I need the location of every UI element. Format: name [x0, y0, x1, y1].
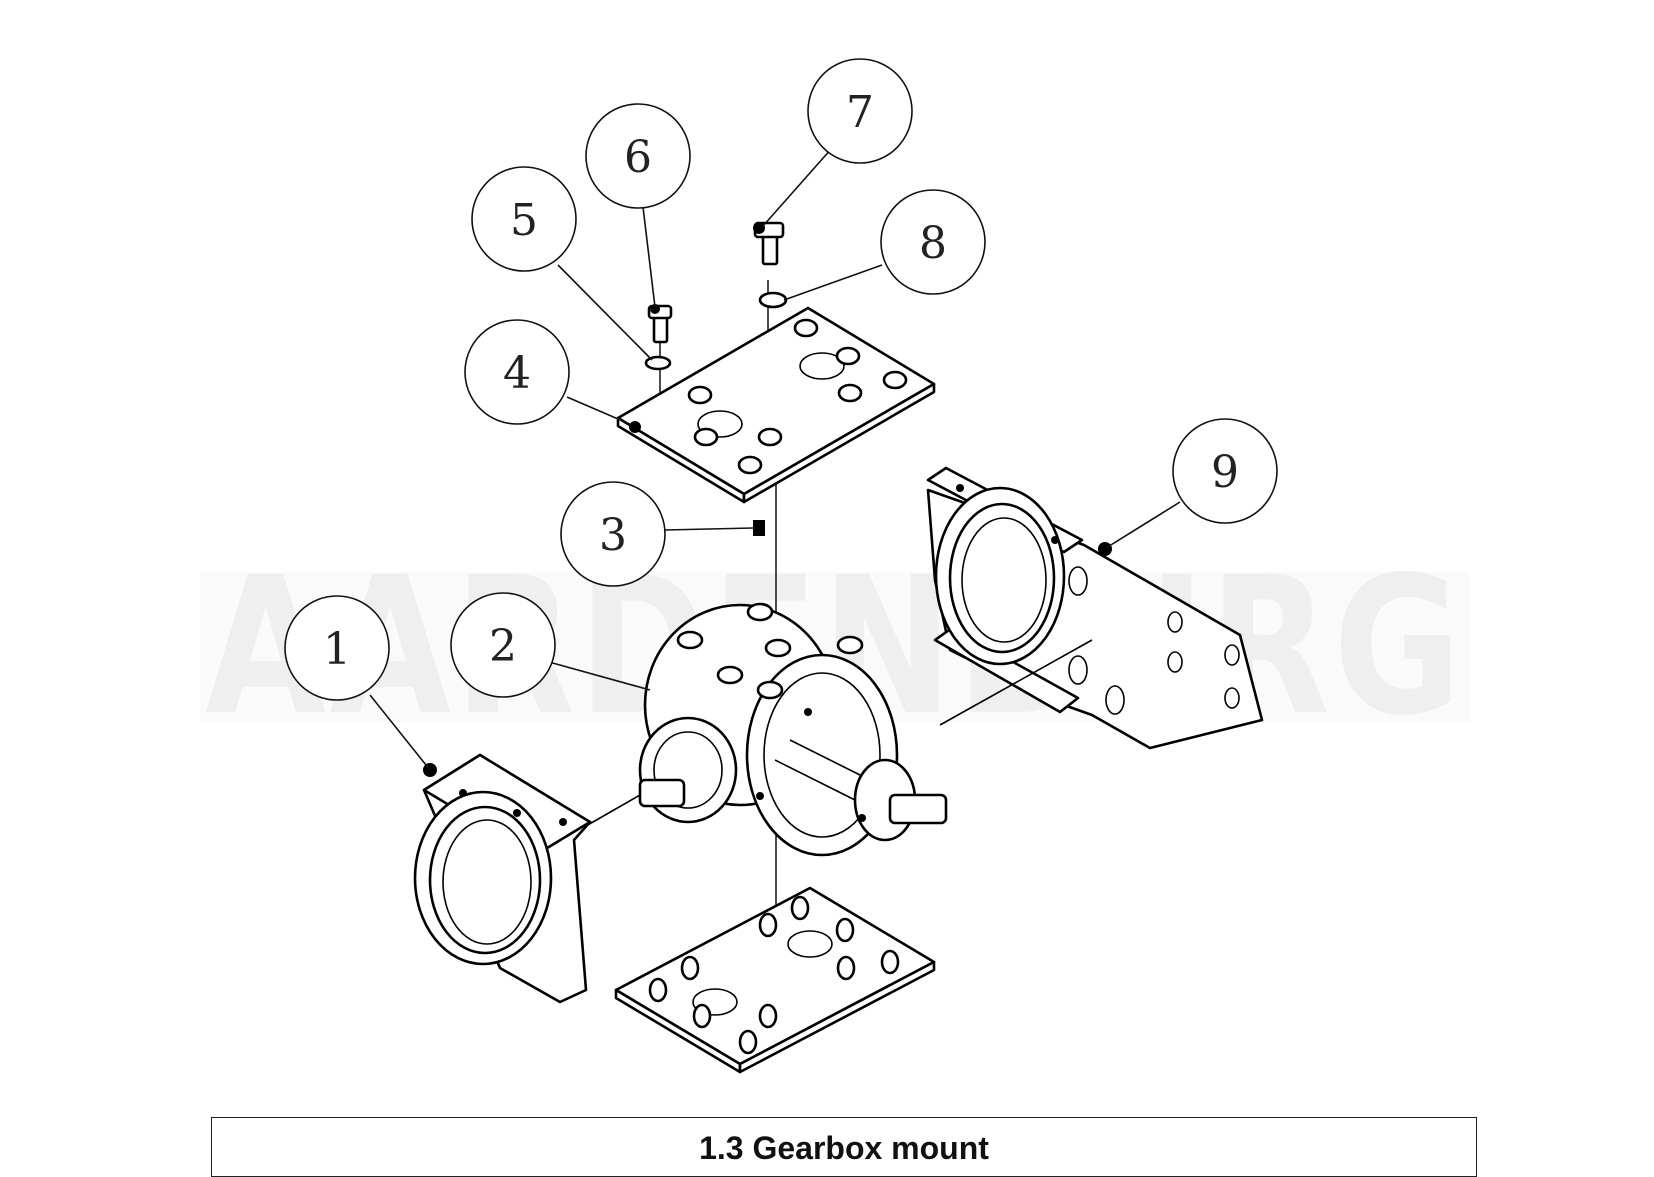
callout-6: 6 — [585, 103, 691, 209]
callout-number: 2 — [489, 621, 517, 672]
leader-4 — [566, 396, 633, 426]
gearbox — [638, 602, 948, 857]
right-bearing-bracket — [926, 466, 1264, 750]
bolt-assembly — [644, 221, 788, 536]
exploded-diagram: AARDENBURG — [200, 58, 1470, 1074]
leader-8 — [783, 264, 883, 301]
callout-2: 2 — [450, 592, 556, 698]
leader-6 — [642, 206, 656, 308]
callout-number: 8 — [919, 218, 947, 269]
top-mounting-plate — [616, 306, 936, 504]
watermark: AARDENBURG — [200, 536, 1470, 757]
bottom-mounting-plate — [614, 886, 936, 1074]
callout-1: 1 — [284, 595, 390, 701]
callout-number: 7 — [846, 87, 874, 138]
figure-caption: 1.3 Gearbox mount — [699, 1130, 989, 1166]
left-bearing-bracket — [413, 753, 641, 1004]
callout-number: 4 — [503, 348, 531, 399]
callout-4: 4 — [464, 319, 570, 425]
leader-2 — [548, 661, 651, 691]
leader-5 — [557, 264, 653, 361]
callout-number: 3 — [599, 510, 627, 561]
leader-3 — [664, 527, 754, 531]
callout-7: 7 — [807, 58, 913, 164]
caption-box: 1.3 Gearbox mount — [211, 1117, 1477, 1177]
callout-number: 9 — [1211, 447, 1239, 498]
callout-5: 5 — [471, 166, 577, 272]
callout-number: 6 — [624, 132, 652, 183]
callout-3: 3 — [560, 481, 666, 587]
callout-number: 1 — [323, 624, 351, 675]
callout-9: 9 — [1172, 418, 1278, 524]
leader-9 — [1105, 501, 1181, 549]
leader-lines — [369, 147, 1181, 771]
leader-1 — [369, 694, 431, 771]
leader-7 — [762, 147, 833, 227]
callout-number: 5 — [510, 195, 538, 246]
callout-8: 8 — [880, 189, 986, 295]
